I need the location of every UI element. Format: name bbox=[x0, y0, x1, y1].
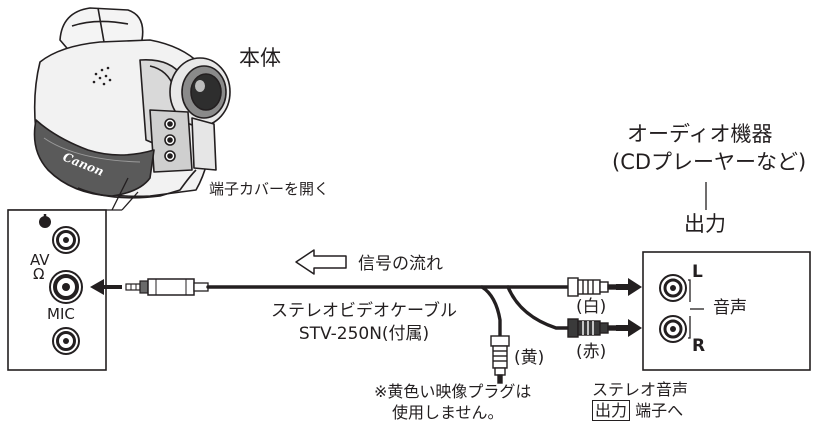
output-boxed-label: 出力 bbox=[592, 400, 631, 421]
terminal-suffix: 端子へ bbox=[635, 401, 684, 420]
audio-output-label: 出力 bbox=[684, 212, 726, 236]
stereo-mini-plug bbox=[125, 278, 209, 296]
av-headphone-symbol: Ω bbox=[33, 265, 45, 283]
av-label: AV bbox=[30, 251, 50, 269]
red-rca-plug bbox=[567, 318, 617, 338]
av-plug-arrow bbox=[90, 279, 122, 295]
lr-bracket bbox=[688, 279, 704, 339]
yellow-plug-label: (黄) bbox=[514, 348, 545, 368]
cable-name-line2: STV-250N(付属) bbox=[298, 324, 430, 344]
mic-jack bbox=[52, 327, 80, 355]
yellow-plug-note-line2: 使用しません。 bbox=[392, 403, 504, 422]
signal-flow-label: 信号の流れ bbox=[358, 254, 443, 274]
audio-out-left-jack[interactable] bbox=[659, 274, 687, 302]
audio-out-right-jack[interactable] bbox=[659, 315, 687, 343]
jack-left-label: L bbox=[692, 262, 703, 282]
audio-device-title: オーディオ機器 bbox=[627, 122, 773, 146]
jack-right-label: R bbox=[692, 336, 706, 356]
camcorder-illustration bbox=[33, 7, 231, 199]
signal-flow-arrow bbox=[295, 249, 347, 275]
white-rca-plug bbox=[567, 277, 617, 297]
audio-jacks-label: 音声 bbox=[713, 298, 747, 318]
yellow-rca-plug bbox=[490, 335, 510, 384]
audio-device-examples: (CDプレーヤーなど) bbox=[612, 150, 807, 174]
yellow-plug-note-line1: ※黄色い映像プラグは bbox=[374, 382, 532, 401]
stereo-audio-label: ステレオ音声 bbox=[592, 380, 689, 399]
terminal-cover-note: 端子カバーを開く bbox=[209, 180, 330, 198]
plug-in-arrows bbox=[616, 278, 642, 337]
av-jack[interactable] bbox=[49, 270, 83, 304]
mic-label: MIC bbox=[47, 305, 75, 323]
audio-device-panel bbox=[642, 251, 811, 371]
headphone-jack-icon bbox=[39, 214, 80, 254]
white-plug-label: (白) bbox=[576, 297, 607, 317]
red-plug-label: (赤) bbox=[576, 342, 607, 362]
camcorder-label: 本体 bbox=[239, 46, 281, 70]
cable-name-line1: ステレオビデオケーブル bbox=[271, 301, 457, 321]
stereo-video-cable bbox=[206, 285, 572, 338]
stereo-output-terminal: 出力 端子へ bbox=[592, 400, 684, 421]
